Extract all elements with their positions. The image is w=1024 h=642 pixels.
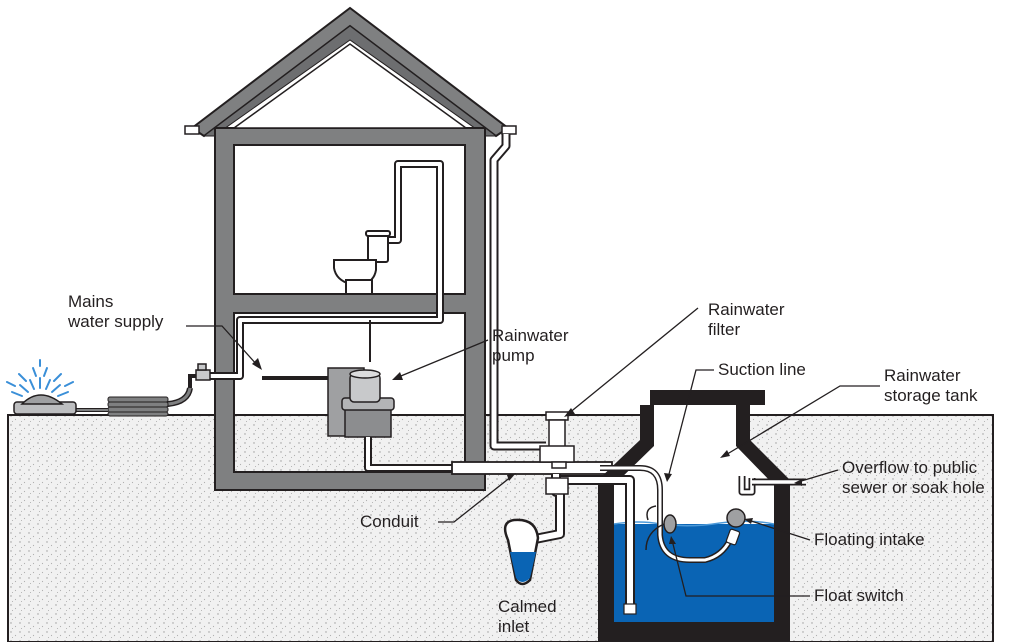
suction-line [600,465,733,563]
tank-inlet-pipe [560,475,637,615]
conduit [451,461,613,475]
label-overflow-line2: sewer or soak hole [842,478,985,497]
pump-suction-pipe [364,437,456,472]
label-pump-line1: Rainwater [492,326,569,345]
label-floating-intake-text: Floating intake [814,530,925,549]
label-rainwater-storage-tank: Rainwater storage tank [884,366,978,406]
attic [231,43,469,129]
label-filter-line1: Rainwater [708,300,785,319]
label-pump-line2: pump [492,346,535,365]
label-conduit-text: Conduit [360,512,419,531]
label-overflow: Overflow to public sewer or soak hole [842,458,985,498]
label-float-switch-text: Float switch [814,586,904,605]
label-tank-line2: storage tank [884,386,978,405]
rainwater-storage-tank [598,390,790,642]
calmed-inlet [503,518,540,586]
label-mains-line1: Mains [68,292,114,311]
garden-hose [70,387,193,417]
leader-lines [186,307,880,597]
label-mains-line2: water supply [68,312,164,331]
float-switch [645,505,677,551]
mains-supply-pipe [206,312,444,380]
rainwater-filter [539,411,575,469]
label-tank-line1: Rainwater [884,366,961,385]
label-suction-line: Suction line [718,360,806,380]
label-filter-line2: filter [708,320,741,339]
rainwater-pump [327,367,395,438]
label-suction-text: Suction line [718,360,806,379]
label-rainwater-filter: Rainwater filter [708,300,785,340]
label-floating-intake: Floating intake [814,530,925,550]
house [184,6,517,491]
label-mains-water-supply: Mains water supply [68,292,163,332]
label-calmed-line2: inlet [498,617,530,636]
label-conduit: Conduit [360,512,419,532]
water-spray [6,359,74,397]
outdoor-tap [188,363,211,388]
label-calmed-line1: Calmed [498,597,557,616]
toilet-supply-pipe [378,160,444,316]
floating-intake [725,508,746,546]
toilet [333,230,391,295]
sprinkler [6,359,77,415]
ground [7,414,994,642]
label-overflow-line1: Overflow to public [842,458,978,477]
label-calmed-inlet: Calmed inlet [498,597,557,637]
calmed-inlet-pipe [529,474,569,545]
downpipe [489,134,546,451]
label-rainwater-pump: Rainwater pump [492,326,569,366]
tank-water [614,524,774,622]
label-float-switch: Float switch [814,586,904,606]
